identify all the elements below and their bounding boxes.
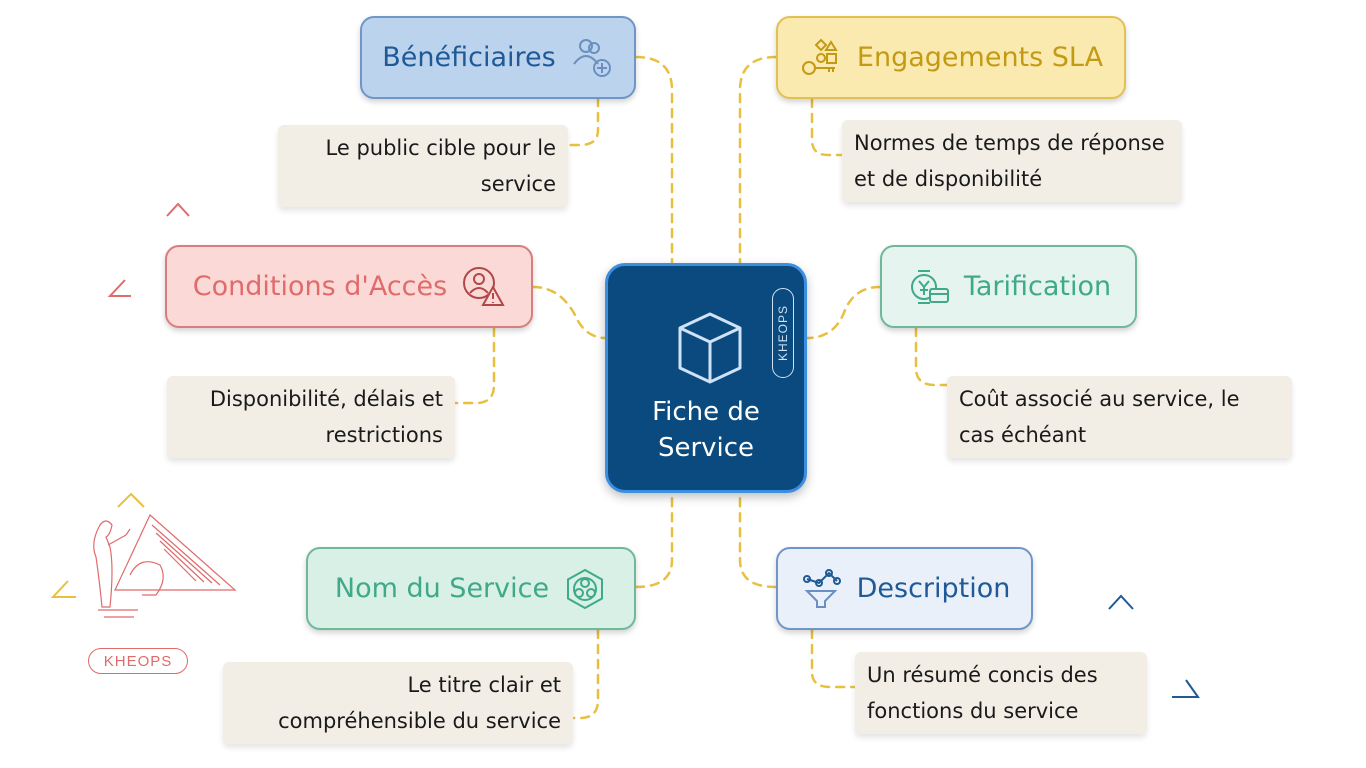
node-beneficiaires-label: Bénéficiaires xyxy=(382,42,556,73)
kheops-badge-text: KHEOPS xyxy=(776,304,791,362)
connector-engagements xyxy=(738,55,778,266)
pharaoh-pyramid-illustration xyxy=(93,514,237,618)
node-engagements-label: Engagements SLA xyxy=(856,42,1104,73)
connector-note-tarification xyxy=(914,326,949,387)
node-description[interactable]: Description xyxy=(776,547,1033,630)
kheops-badge: KHEOPS xyxy=(772,288,794,378)
chevron-decoration xyxy=(1108,594,1134,610)
note-beneficiaires: Le public cible pour le service xyxy=(278,125,568,207)
node-tarification-label: Tarification xyxy=(963,271,1112,302)
note-tarification: Coût associé au service, le cas échéant xyxy=(947,376,1292,458)
node-conditions[interactable]: Conditions d'Accès xyxy=(165,245,533,328)
node-description-label: Description xyxy=(856,573,1011,604)
connector-tarification xyxy=(805,285,882,340)
cube-icon xyxy=(678,312,742,384)
chevron-decoration xyxy=(107,279,131,297)
note-engagements: Normes de temps de réponse et de disponi… xyxy=(842,120,1182,202)
node-nom[interactable]: Nom du Service xyxy=(306,547,636,630)
hexagon-molecule-icon xyxy=(563,567,607,611)
connector-note-engagements xyxy=(810,97,844,157)
node-engagements[interactable]: Engagements SLA xyxy=(776,16,1126,99)
node-beneficiaires[interactable]: Bénéficiaires xyxy=(360,16,636,99)
watch-yen-card-icon xyxy=(906,265,950,309)
connector-note-description xyxy=(810,628,857,689)
note-conditions: Disponibilité, délais et restrictions xyxy=(167,376,455,458)
connector-note-beneficiaires xyxy=(566,96,600,147)
user-warning-icon xyxy=(461,265,505,309)
connector-conditions xyxy=(531,285,608,340)
node-tarification[interactable]: Tarification xyxy=(880,245,1137,328)
chevron-decoration xyxy=(1172,679,1200,698)
node-conditions-label: Conditions d'Accès xyxy=(192,271,448,302)
node-nom-label: Nom du Service xyxy=(334,573,550,604)
note-description: Un résumé concis des fonctions du servic… xyxy=(855,652,1147,734)
funnel-nodes-icon xyxy=(799,567,843,611)
users-add-icon xyxy=(570,36,614,80)
kheops-logo-text: KHEOPS xyxy=(103,652,173,670)
center-node[interactable]: KHEOPS Fiche de Service xyxy=(605,263,807,493)
chevron-decoration xyxy=(166,202,190,217)
kheops-logo: KHEOPS xyxy=(88,648,188,674)
connector-beneficiaires xyxy=(634,55,674,266)
chevron-decoration xyxy=(50,580,76,598)
connector-nom xyxy=(634,491,674,589)
center-title: Fiche de Service xyxy=(652,397,760,463)
shapes-key-icon xyxy=(799,36,843,80)
connector-description xyxy=(738,491,778,589)
chevron-decoration xyxy=(117,492,145,508)
note-nom: Le titre clair et compréhensible du serv… xyxy=(223,662,573,744)
connector-note-nom xyxy=(571,628,600,720)
